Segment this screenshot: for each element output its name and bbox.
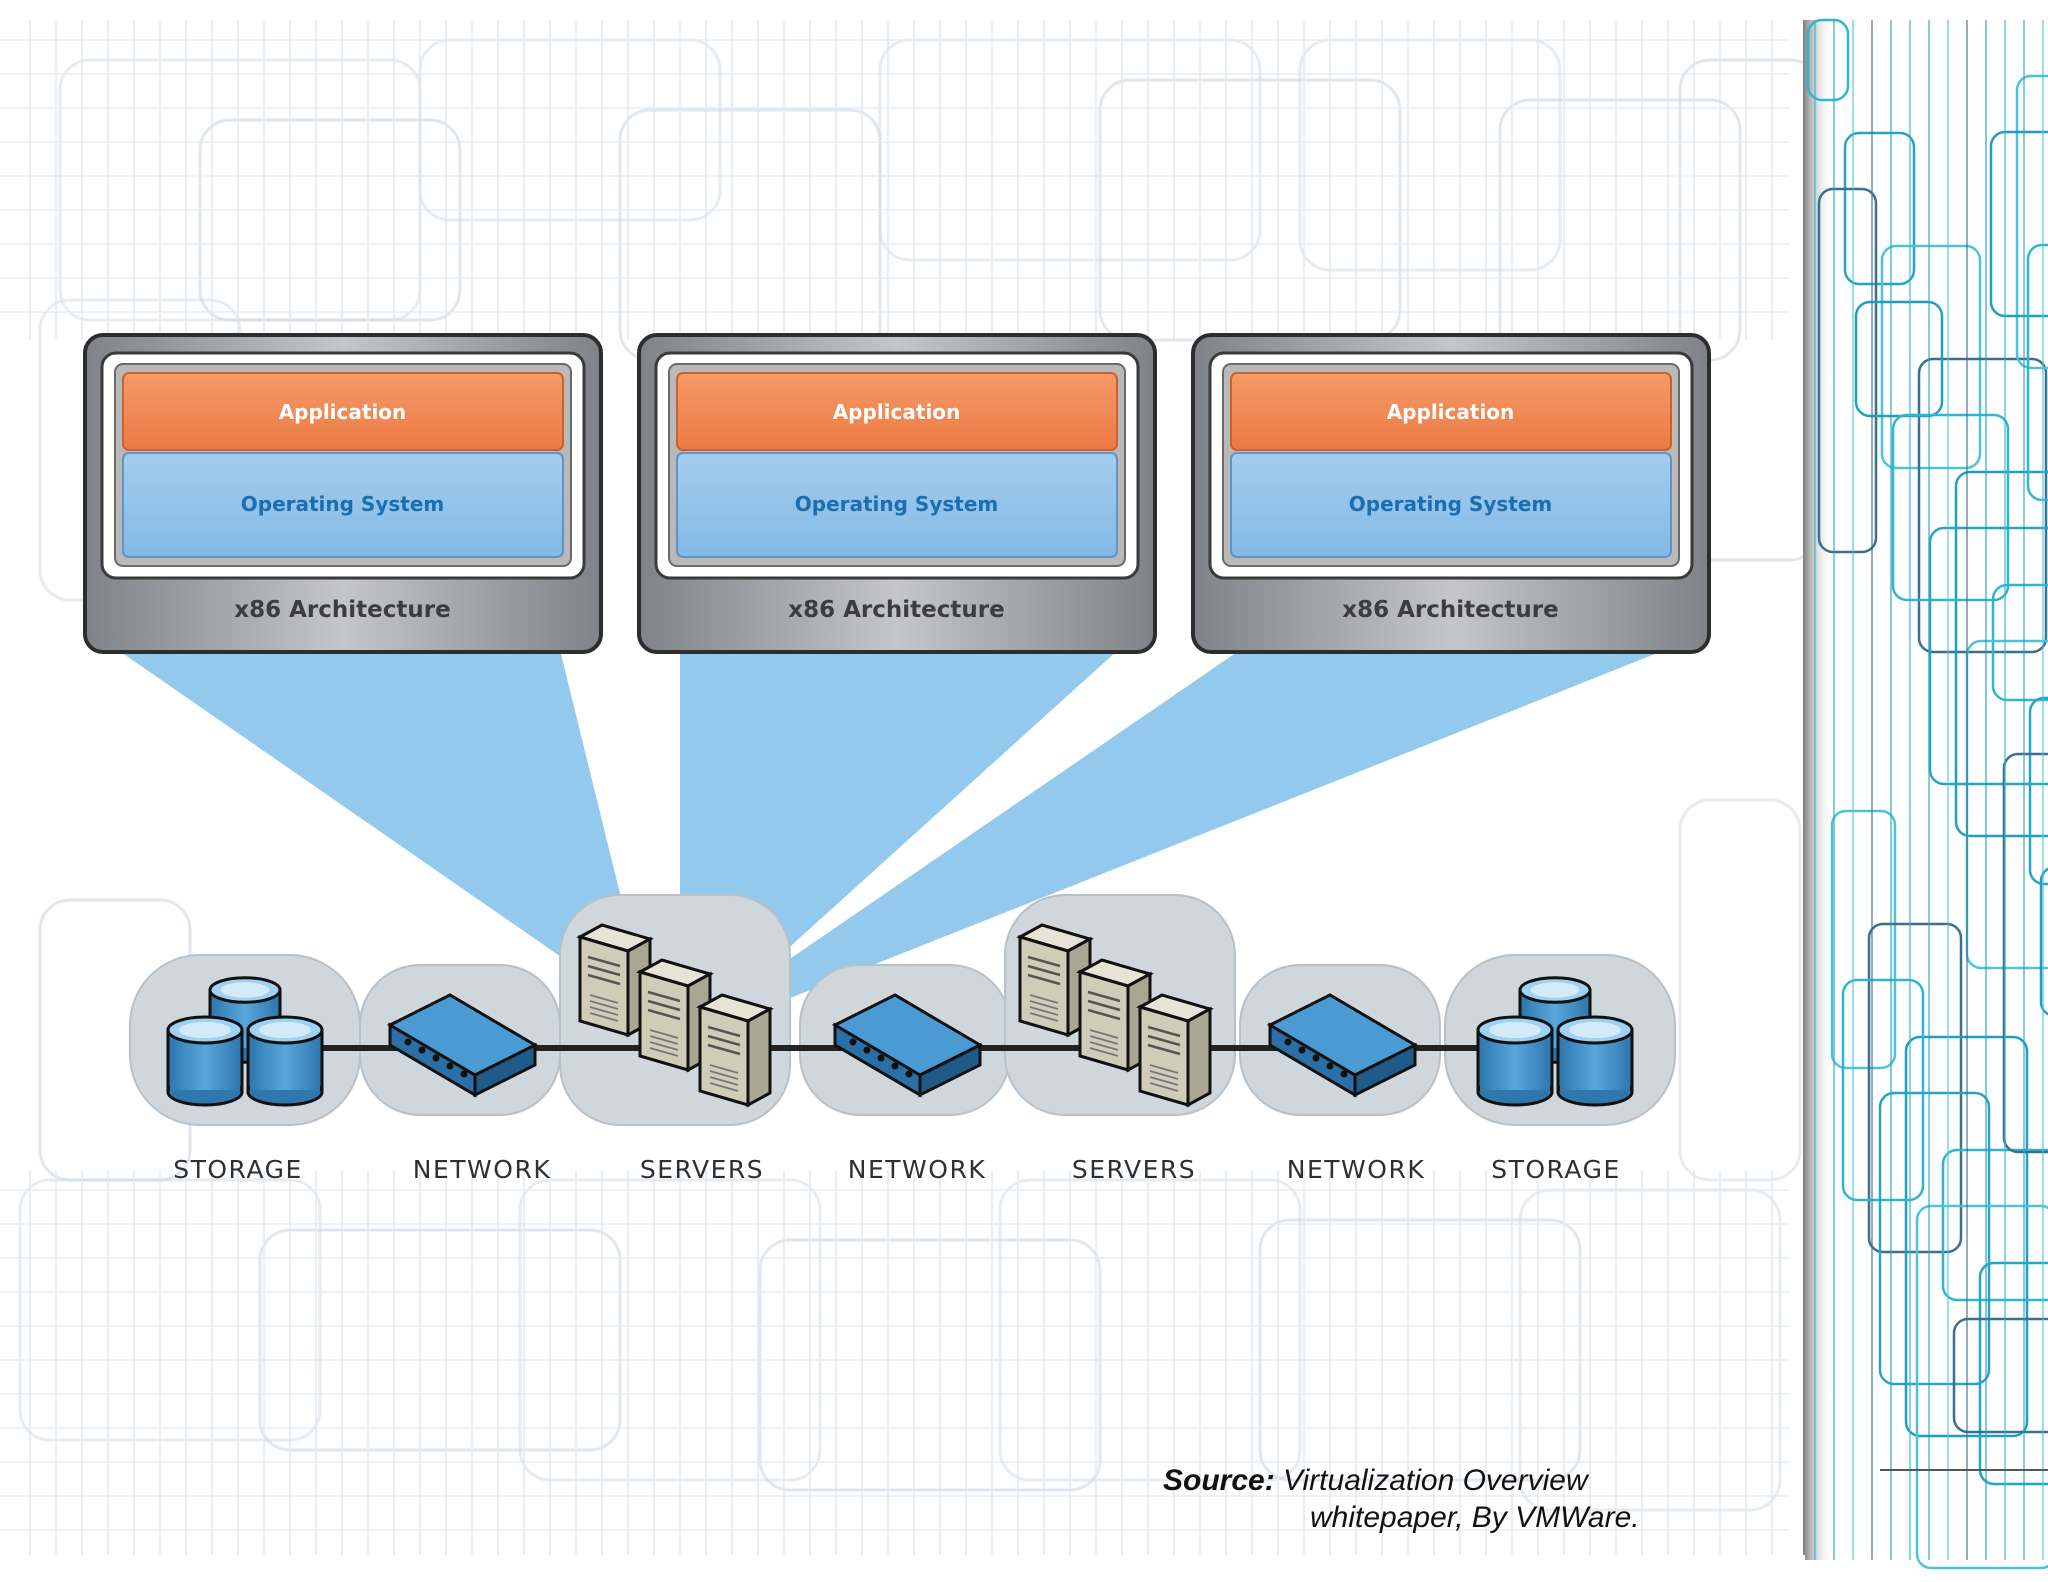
source-line-1: Virtualization Overview — [1283, 1464, 1588, 1497]
application-label: Application — [1386, 400, 1515, 424]
application-label: Application — [832, 400, 961, 424]
server-tower-icon — [1016, 923, 1094, 1038]
projection-beams — [118, 650, 1665, 1010]
server-tower-icon — [1136, 993, 1214, 1108]
server-tower-icon — [636, 958, 714, 1073]
operating-system-layer — [676, 452, 1118, 558]
network-switch-icon — [1266, 993, 1419, 1098]
network-label: NETWORK — [847, 1155, 987, 1184]
application-layer — [1230, 372, 1672, 451]
operating-system-layer — [122, 452, 564, 558]
right-decorative-panel — [1803, 18, 2048, 1570]
storage-label: STORAGE — [1491, 1155, 1621, 1184]
virtual-machine-frame — [83, 333, 603, 654]
servers-label: SERVERS — [639, 1155, 765, 1184]
storage-cylinder-icon — [166, 1015, 244, 1107]
source-citation: Source: Virtualization Overview whitepap… — [1030, 1462, 1650, 1536]
operating-system-layer — [1230, 452, 1672, 558]
operating-system-label: Operating System — [794, 492, 999, 516]
source-line-2: whitepaper, By VMWare. — [1310, 1501, 1640, 1534]
virtual-machine-frame — [1191, 333, 1711, 654]
server-tower-icon — [696, 993, 774, 1108]
operating-system-label: Operating System — [1348, 492, 1553, 516]
server-tower-icon — [1076, 958, 1154, 1073]
virtual-machine-frame — [637, 333, 1157, 654]
network-label: NETWORK — [412, 1155, 552, 1184]
storage-cylinder-icon — [1556, 1015, 1634, 1107]
storage-label: STORAGE — [173, 1155, 303, 1184]
network-switch-icon — [831, 993, 984, 1098]
network-label: NETWORK — [1286, 1155, 1426, 1184]
application-layer — [676, 372, 1118, 451]
application-layer — [122, 372, 564, 451]
application-label: Application — [278, 400, 407, 424]
x86-architecture-label: x86 Architecture — [1342, 597, 1559, 623]
servers-label: SERVERS — [1071, 1155, 1197, 1184]
infrastructure-row — [129, 894, 1676, 1126]
storage-cylinder-icon — [246, 1015, 324, 1107]
network-switch-icon — [386, 993, 539, 1098]
bottom-strip — [0, 1555, 1805, 1582]
source-label: Source: — [1163, 1464, 1275, 1497]
x86-architecture-label: x86 Architecture — [234, 597, 451, 623]
operating-system-label: Operating System — [240, 492, 445, 516]
x86-architecture-label: x86 Architecture — [788, 597, 1005, 623]
storage-cylinder-icon — [1476, 1015, 1554, 1107]
